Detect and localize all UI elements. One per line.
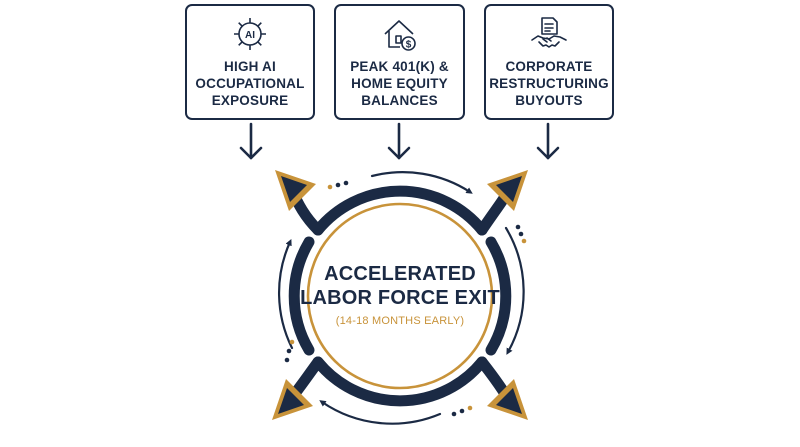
- thin-arc-bottom: [319, 400, 442, 425]
- arc-bottom: [312, 356, 488, 407]
- factor-label-line: BALANCES: [361, 93, 438, 108]
- factor-label-peak-balances: PEAK 401(K) & HOME EQUITY BALANCES: [350, 58, 449, 109]
- factor-label-line: EXPOSURE: [211, 93, 289, 108]
- ai-gear-icon: AI: [234, 18, 266, 50]
- factor-box-peak-balances: $ PEAK 401(K) & HOME EQUITY BALANCES: [334, 4, 465, 120]
- down-arrow-3: [536, 122, 560, 160]
- factor-label-line: OCCUPATIONAL: [195, 76, 305, 91]
- factor-label-line: HOME EQUITY: [351, 76, 448, 91]
- arc-right: [485, 236, 512, 356]
- arrowhead-bottom-right: [487, 379, 528, 420]
- center-title: ACCELERATED LABOR FORCE EXIT: [300, 262, 500, 310]
- arrowhead-bottom-left: [272, 379, 313, 420]
- center-ring: [306, 202, 494, 390]
- down-arrow-1: [239, 122, 263, 160]
- ai-icon-text: AI: [245, 30, 255, 41]
- center-title-line: ACCELERATED: [324, 263, 476, 285]
- arrowhead-top-right: [487, 170, 528, 211]
- down-arrow-2: [387, 122, 411, 160]
- factor-label-ai-exposure: HIGH AI OCCUPATIONAL EXPOSURE: [195, 58, 304, 109]
- arrowhead-top-left: [275, 170, 316, 211]
- factor-label-line: PEAK 401(K) &: [350, 59, 449, 74]
- factor-box-ai-exposure: AI HIGH AI OCCUPATIONAL EXPOSURE: [185, 4, 315, 120]
- factor-box-restructuring: CORPORATE RESTRUCTURING BUYOUTS: [484, 4, 614, 120]
- center-text: ACCELERATED LABOR FORCE EXIT (14-18 MONT…: [300, 262, 500, 327]
- arc-top: [312, 185, 488, 236]
- thin-arc-left: [278, 238, 294, 350]
- factor-label-line: CORPORATE: [505, 59, 593, 74]
- thin-arc-right: [504, 226, 525, 355]
- factor-label-line: HIGH AI: [224, 59, 276, 74]
- decor-dots: [284, 180, 527, 417]
- document-handshake-icon: [531, 17, 567, 48]
- factor-label-line: BUYOUTS: [515, 93, 583, 108]
- thin-arc-top: [370, 171, 473, 194]
- house-dollar-icon: $: [383, 20, 416, 51]
- factor-label-restructuring: CORPORATE RESTRUCTURING BUYOUTS: [489, 58, 609, 109]
- center-title-line: LABOR FORCE EXIT: [300, 287, 500, 309]
- arc-left: [288, 236, 315, 356]
- center-subtitle: (14-18 MONTHS EARLY): [335, 315, 465, 327]
- dollar-icon-text: $: [405, 40, 411, 51]
- factor-label-line: RESTRUCTURING: [489, 76, 609, 91]
